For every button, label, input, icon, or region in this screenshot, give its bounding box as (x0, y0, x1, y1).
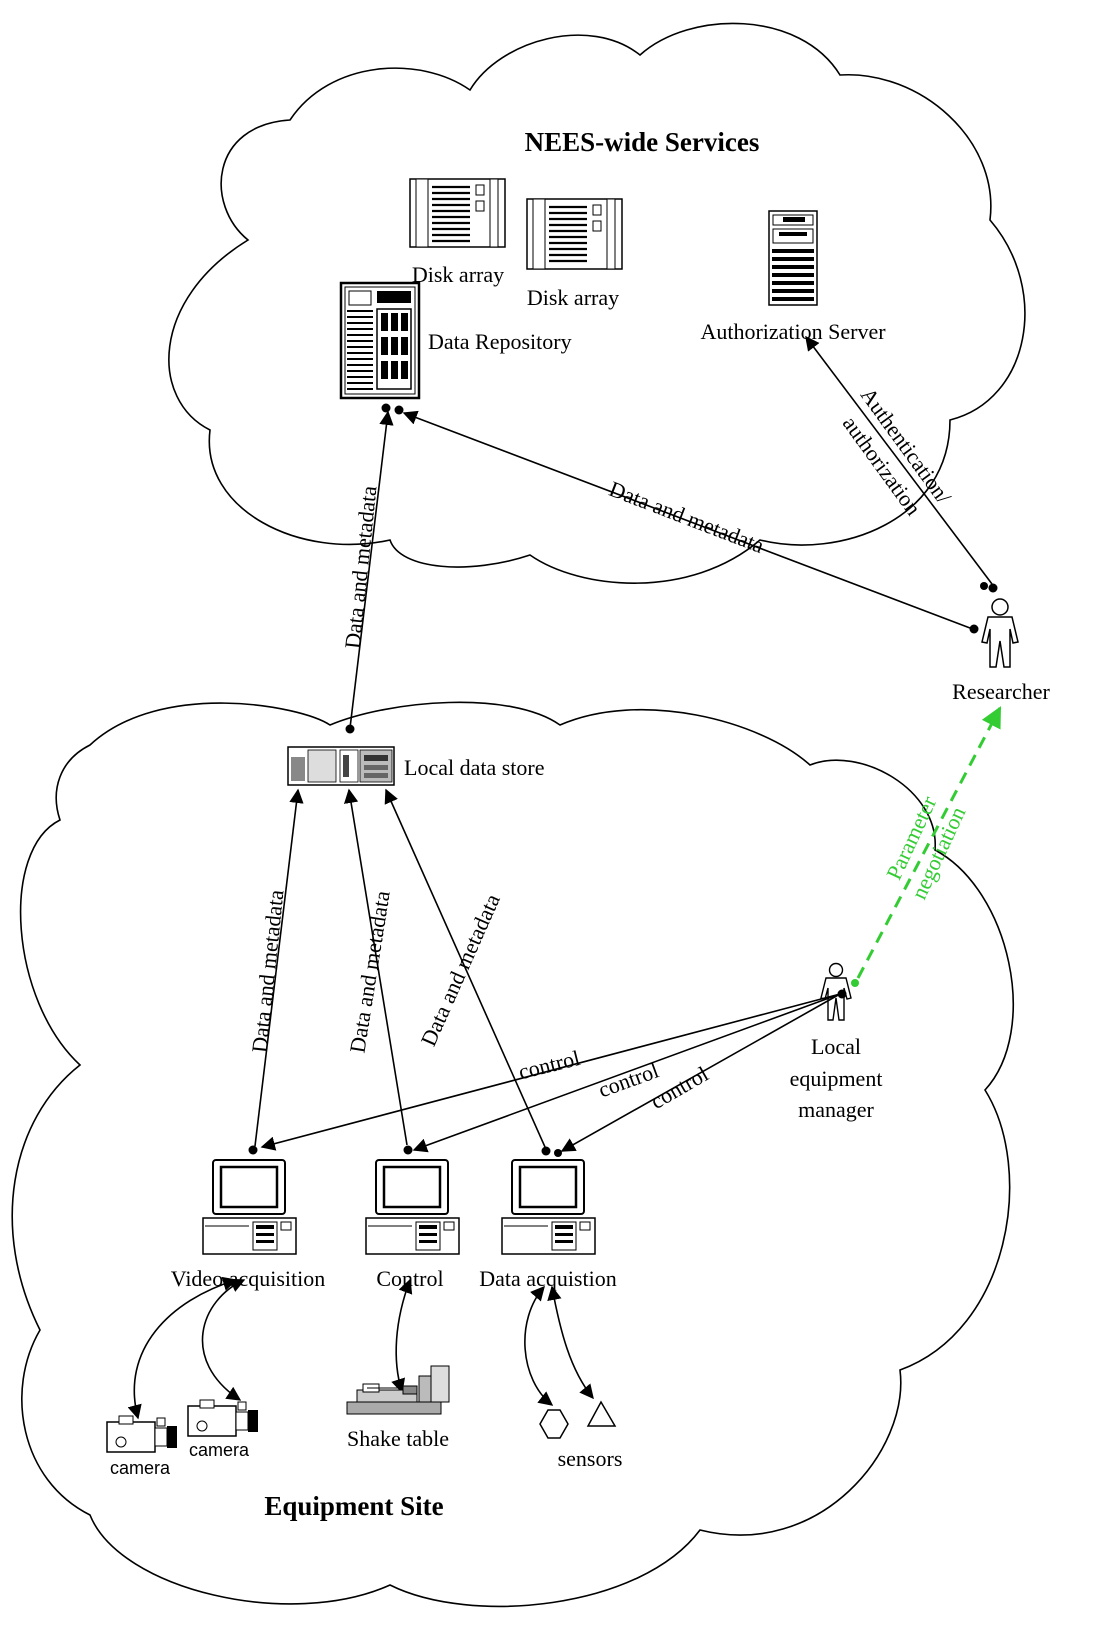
data-acquisition-computer-icon (501, 1159, 596, 1255)
control-control-connector (412, 993, 841, 1153)
shake-table-label: Shake table (347, 1426, 449, 1451)
repo-local-edge-label: Data and metadata (340, 484, 382, 650)
disk-array-icon (526, 198, 623, 270)
connector-dot (837, 989, 847, 999)
connector-dot (381, 403, 391, 413)
authorization-server-icon (768, 210, 818, 306)
data-acquisition-label: Data acquistion (479, 1266, 616, 1291)
local-control-edge-label: Data and metadata (344, 889, 394, 1055)
camera-1-label: camera (110, 1458, 171, 1478)
video-acquisition-label: Video acquisition (171, 1266, 325, 1291)
hexagon-sensor-icon (539, 1409, 569, 1439)
local-data-store-icon (287, 746, 395, 786)
connector-dot (345, 724, 355, 734)
repo-researcher-connector (402, 410, 971, 629)
connector-dot (554, 1149, 562, 1157)
disk-array-1-label: Disk array (412, 262, 504, 287)
data-repository-label: Data Repository (428, 329, 572, 354)
equipment-site-cloud (11, 701, 1014, 1608)
connector-dot (969, 624, 979, 634)
daq-sensor1-connector (524, 1285, 554, 1406)
nees-wide-services-cloud (168, 22, 1026, 584)
control-shaketable-connector (391, 1278, 413, 1394)
repo-researcher-edge-label: Data and metadata (606, 476, 768, 558)
equipment-site-title: Equipment Site (264, 1491, 443, 1521)
authorization-server-label: Authorization Server (700, 319, 886, 344)
auth-researcher-connector (805, 335, 993, 585)
video-camera1-connector (127, 1276, 238, 1420)
local-data-store-label: Local data store (404, 755, 545, 780)
parameter-negotiation-connector (856, 706, 1002, 979)
connector-dot (248, 1145, 258, 1155)
connector-dot (541, 1146, 551, 1156)
connector-dot (403, 1145, 413, 1155)
camera-2-label: camera (189, 1440, 250, 1460)
connector-dot (394, 405, 404, 415)
local-daq-connector (384, 788, 546, 1148)
local-equipment-manager-label-line1: Local (811, 1034, 861, 1059)
control-video-connector (260, 993, 841, 1151)
local-equipment-manager-label-line2: equipment (790, 1066, 883, 1091)
disk-array-icon (409, 178, 506, 248)
researcher-person-icon (981, 598, 1019, 668)
researcher-label: Researcher (952, 679, 1050, 704)
connector-dot (988, 583, 998, 593)
control-label: Control (376, 1266, 443, 1291)
local-control-connector (343, 788, 408, 1146)
disk-array-2-label: Disk array (527, 285, 619, 310)
local-video-edge-label: Data and metadata (247, 888, 289, 1054)
connector-dot (851, 979, 859, 987)
control-label-1: control (516, 1045, 583, 1084)
connector-dot (980, 582, 988, 590)
camera-icon (106, 1415, 177, 1453)
video-acquisition-computer-icon (202, 1159, 297, 1255)
shake-table-icon (346, 1365, 450, 1415)
control-daq-connector (560, 993, 841, 1152)
triangle-sensor-icon (586, 1400, 617, 1427)
local-video-connector (254, 788, 304, 1147)
local-equipment-manager-label-line3: manager (798, 1097, 874, 1122)
video-camera2-connector (201, 1278, 246, 1401)
repo-local-connector (349, 410, 394, 729)
local-equipment-manager-person-icon (820, 962, 852, 1021)
sensors-label: sensors (558, 1446, 623, 1471)
camera-icon (187, 1399, 258, 1437)
control-computer-icon (365, 1159, 460, 1255)
daq-sensor2-connector (547, 1285, 594, 1400)
data-repository-icon (339, 281, 421, 400)
nees-wide-services-title: NEES-wide Services (525, 127, 760, 157)
